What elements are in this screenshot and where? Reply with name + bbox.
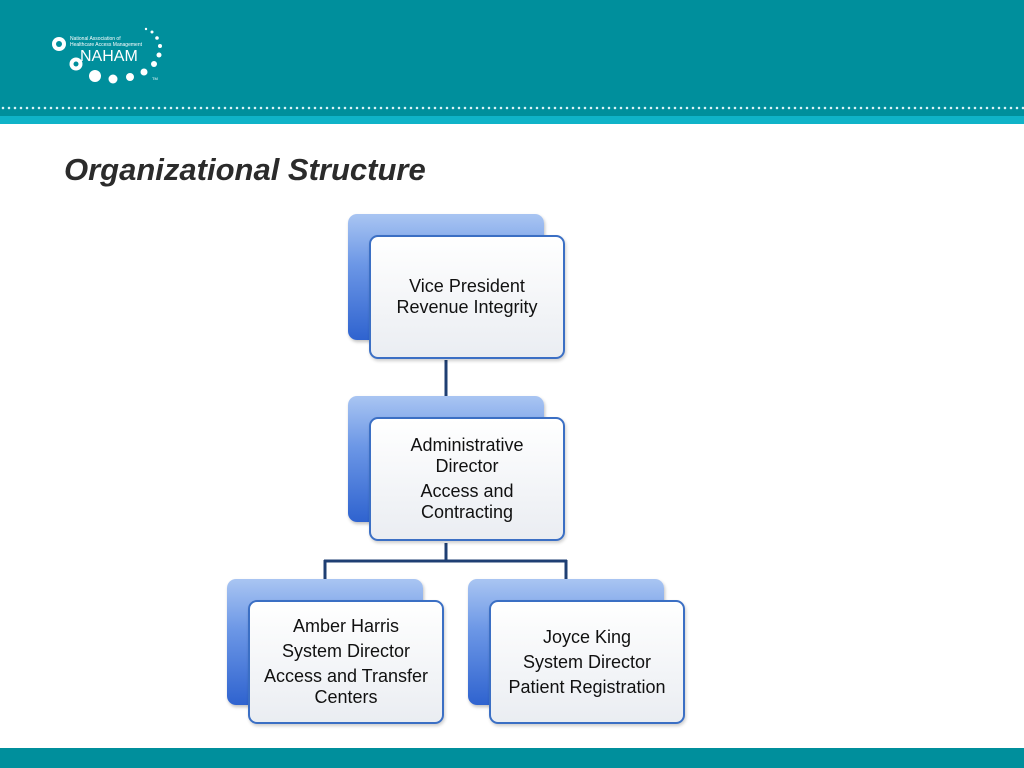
header-accent-strip xyxy=(0,116,1024,124)
logo-org-name: National Association of Healthcare Acces… xyxy=(70,36,142,48)
footer-bar xyxy=(0,748,1024,768)
node-card: Joyce King System Director Patient Regis… xyxy=(489,600,685,724)
node-person-name: Joyce King xyxy=(542,626,632,647)
node-card: Vice President Revenue Integrity xyxy=(369,235,565,359)
node-title: Vice President Revenue Integrity xyxy=(396,276,538,317)
header-bar xyxy=(0,0,1024,124)
naham-logo: National Association of Healthcare Acces… xyxy=(48,26,170,92)
node-person-name: Amber Harris xyxy=(292,616,399,636)
logo-acronym: NAHAM xyxy=(80,48,138,65)
node-title: System Director xyxy=(522,651,652,672)
node-department: Access and Contracting xyxy=(420,481,514,522)
node-card: Amber Harris System Director Access and … xyxy=(248,600,444,724)
logo-trademark: TM xyxy=(152,76,158,81)
node-department: Patient Registration xyxy=(508,676,666,697)
page-title: Organizational Structure xyxy=(64,152,426,187)
naham-logo-dots-icon xyxy=(52,27,162,84)
node-title: System Director xyxy=(281,641,411,661)
node-title: Administrative Director xyxy=(410,435,524,476)
node-card: Administrative Director Access and Contr… xyxy=(369,417,565,541)
node-department: Access and Transfer Centers xyxy=(263,666,429,707)
dotted-divider xyxy=(0,106,1024,110)
